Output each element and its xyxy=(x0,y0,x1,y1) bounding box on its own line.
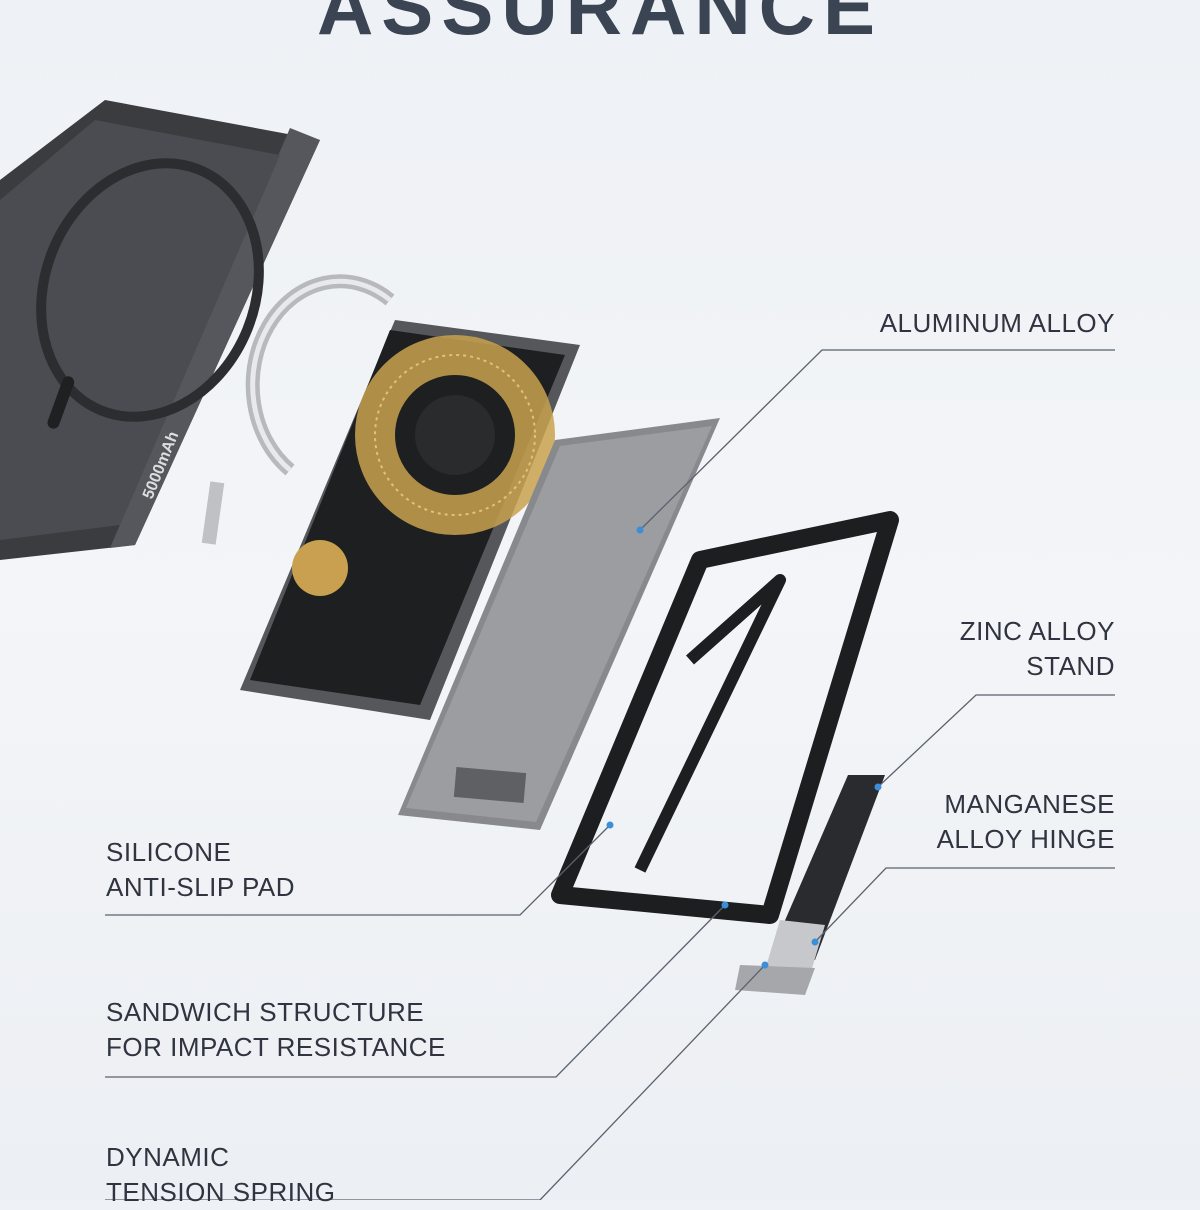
callout-sandwich-structure: SANDWICH STRUCTURE FOR IMPACT RESISTANCE xyxy=(106,995,446,1065)
aluminum-plate xyxy=(398,418,720,830)
callout-zinc-alloy-stand: ZINC ALLOY STAND xyxy=(960,614,1115,684)
callout-text: TENSION SPRING xyxy=(106,1177,336,1207)
callout-text: ZINC ALLOY xyxy=(959,616,1115,646)
callout-dots xyxy=(606,526,882,969)
callout-text: MANGANESE xyxy=(944,789,1115,819)
magnetic-ring xyxy=(201,274,395,545)
callout-text: STAND xyxy=(1026,651,1115,681)
callout-manganese-hinge: MANGANESE ALLOY HINGE xyxy=(937,787,1115,857)
callout-text: ALLOY HINGE xyxy=(936,824,1115,854)
callout-text: SILICONE xyxy=(106,837,232,867)
callout-text: FOR IMPACT RESISTANCE xyxy=(106,1032,446,1062)
callout-text: ALUMINUM ALLOY xyxy=(879,308,1115,338)
power-bank-shell: 5000mAh xyxy=(0,100,320,560)
page-title: ASSURANCE xyxy=(316,0,884,51)
manganese-hinge xyxy=(735,775,885,995)
callout-silicone-pad: SILICONE ANTI-SLIP PAD xyxy=(106,835,295,905)
callout-text: ANTI-SLIP PAD xyxy=(106,872,296,902)
callout-text: SANDWICH STRUCTURE xyxy=(106,997,425,1027)
zinc-alloy-stand xyxy=(551,511,899,924)
callout-text: DYNAMIC xyxy=(106,1142,230,1172)
circuit-board xyxy=(240,320,580,720)
callout-lines xyxy=(105,349,1115,1200)
callout-aluminum-alloy: ALUMINUM ALLOY xyxy=(880,306,1115,341)
